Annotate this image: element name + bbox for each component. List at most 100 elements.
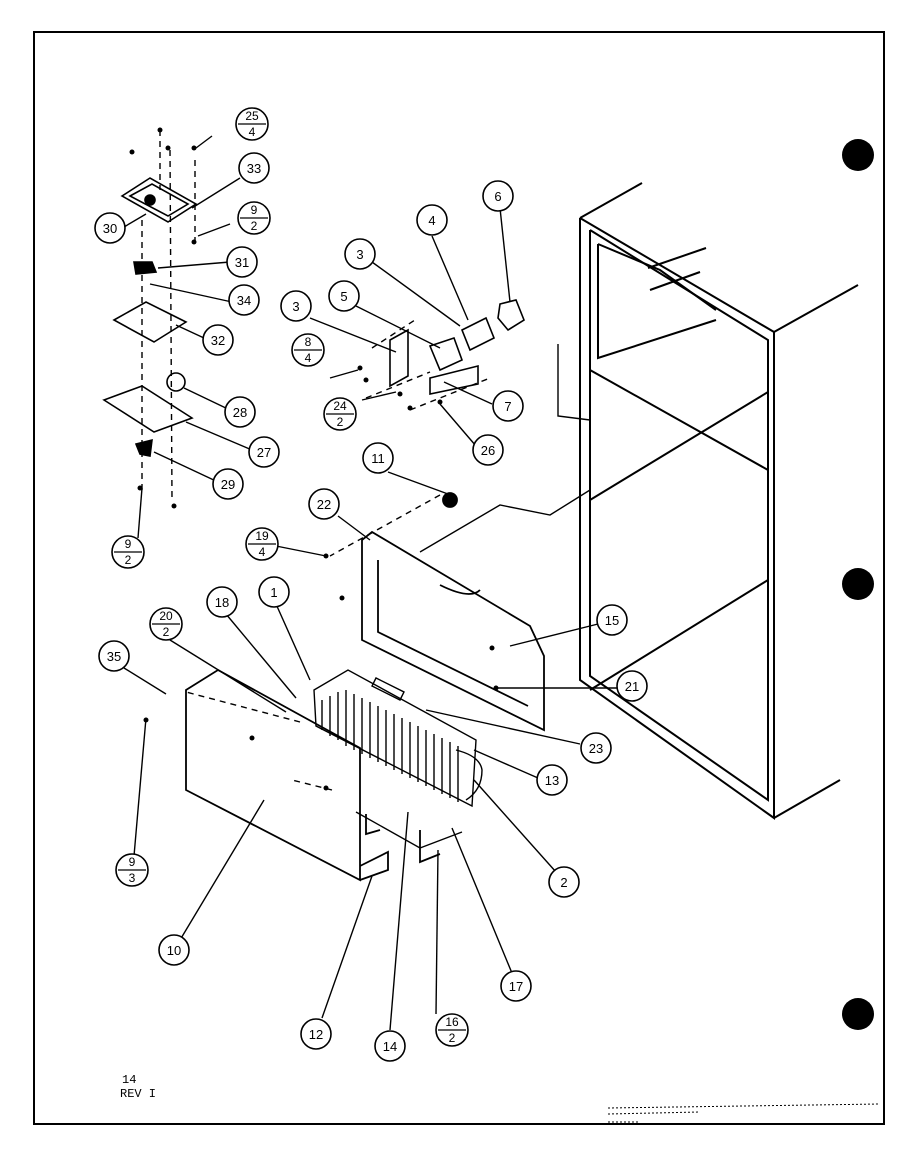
drawing-stroke bbox=[536, 764, 568, 796]
drawing-stroke bbox=[428, 336, 464, 372]
callout-34: 34 bbox=[228, 284, 260, 316]
drawing-stroke bbox=[607, 1111, 701, 1115]
binder-hole-bottom bbox=[842, 998, 874, 1030]
evaporator-coil bbox=[313, 669, 483, 849]
callout-label: 26 bbox=[481, 443, 495, 458]
drawing-stroke bbox=[149, 283, 233, 303]
callout-label: 7 bbox=[504, 399, 511, 414]
drawing-stroke bbox=[248, 436, 280, 468]
callout-label: 4 bbox=[259, 545, 266, 559]
drawing-stroke bbox=[589, 579, 769, 691]
callout-label: 19 bbox=[255, 529, 269, 543]
fraction-9-3: 93 bbox=[115, 853, 149, 887]
back-panel bbox=[185, 668, 441, 882]
callout-label: 35 bbox=[107, 649, 121, 664]
callout-21: 21 bbox=[616, 670, 648, 702]
drawing-stroke bbox=[355, 811, 463, 849]
drawing-stroke bbox=[185, 421, 253, 451]
callout-label: 24 bbox=[333, 399, 347, 413]
callout-13: 13 bbox=[536, 764, 568, 796]
fraction-24-2: 242 bbox=[323, 397, 357, 431]
callout-label: 25 bbox=[245, 109, 259, 123]
drawing-stroke bbox=[280, 290, 312, 322]
drawing-stroke bbox=[238, 152, 270, 184]
drawing-stroke bbox=[94, 212, 126, 244]
callout-10: 10 bbox=[158, 934, 190, 966]
drawing-stroke bbox=[120, 177, 198, 223]
callout-label: 9 bbox=[129, 855, 136, 869]
callout-label: 2 bbox=[560, 875, 567, 890]
callout-4: 4 bbox=[416, 204, 448, 236]
callout-28: 28 bbox=[224, 396, 256, 428]
drawing-stroke bbox=[359, 850, 389, 881]
drawing-stroke bbox=[143, 717, 149, 723]
drawing-stroke bbox=[98, 640, 130, 672]
callout-22: 22 bbox=[308, 488, 340, 520]
drawing-stroke bbox=[339, 595, 345, 601]
drawing-stroke bbox=[137, 485, 143, 491]
page-number: 14 bbox=[122, 1073, 137, 1087]
drawing-stroke bbox=[300, 1018, 332, 1050]
callout-label: 33 bbox=[247, 161, 261, 176]
fraction-20-2: 202 bbox=[149, 607, 183, 641]
drawing-stroke bbox=[371, 261, 461, 327]
callout-label: 9 bbox=[251, 203, 258, 217]
fraction-16-2: 162 bbox=[435, 1013, 469, 1047]
callout-15: 15 bbox=[596, 604, 628, 636]
drawing-stroke bbox=[144, 194, 156, 206]
drawing-stroke bbox=[191, 239, 197, 245]
callout-2: 2 bbox=[548, 866, 580, 898]
drawing-stroke bbox=[499, 207, 511, 303]
drawing-stroke bbox=[473, 749, 539, 779]
drawing-stroke bbox=[460, 316, 496, 352]
drawing-stroke bbox=[137, 487, 143, 539]
drawing-stroke bbox=[357, 365, 363, 371]
drawing-stroke bbox=[416, 204, 448, 236]
drawing-stroke bbox=[429, 364, 479, 395]
drawing-stroke bbox=[409, 377, 491, 411]
callout-label: 29 bbox=[221, 477, 235, 492]
drawing-stroke bbox=[387, 471, 449, 495]
drawing-stroke bbox=[153, 451, 219, 483]
callout-14: 14 bbox=[374, 1030, 406, 1062]
drawing-stroke bbox=[473, 779, 557, 873]
callout-label: 3 bbox=[292, 299, 299, 314]
drawing-stroke bbox=[337, 515, 371, 541]
drawing-stroke bbox=[123, 213, 147, 228]
drawing-stroke bbox=[166, 372, 186, 392]
callout-label: 4 bbox=[305, 351, 312, 365]
drawing-stroke bbox=[389, 328, 409, 388]
drawing-stroke bbox=[225, 613, 297, 699]
damper-bracket-assembly bbox=[102, 177, 198, 457]
drawing-stroke bbox=[329, 369, 359, 379]
drawing-stroke bbox=[309, 317, 397, 353]
drawing-stroke bbox=[489, 645, 495, 651]
callout-27: 27 bbox=[248, 436, 280, 468]
drawing-stroke bbox=[323, 553, 329, 559]
callout-label: 2 bbox=[125, 553, 132, 567]
drawing-stroke bbox=[169, 639, 287, 713]
drawing-stroke bbox=[202, 324, 234, 356]
drawing-stroke bbox=[212, 468, 244, 500]
drawing-stroke bbox=[371, 317, 419, 349]
drawing-stroke bbox=[442, 492, 458, 508]
callout-23: 23 bbox=[580, 732, 612, 764]
drawing-stroke bbox=[362, 442, 394, 474]
callout-11: 11 bbox=[362, 442, 394, 474]
drawing-stroke bbox=[616, 670, 648, 702]
fraction-8-4: 84 bbox=[291, 333, 325, 367]
callout-circles: 1 2 3 3 4 5 6 7 10 11 12 13 14 15 17 18 … bbox=[94, 152, 648, 1062]
callout-label: 14 bbox=[383, 1039, 397, 1054]
solid-leader-lines bbox=[419, 344, 591, 553]
callout-label: 12 bbox=[309, 1027, 323, 1042]
callout-label: 6 bbox=[494, 189, 501, 204]
drawing-stroke bbox=[557, 344, 591, 421]
callout-3a: 3 bbox=[344, 238, 376, 270]
callout-label: 3 bbox=[356, 247, 363, 262]
callout-label: 2 bbox=[163, 625, 170, 639]
drawing-stroke bbox=[451, 827, 515, 979]
callout-label: 1 bbox=[270, 585, 277, 600]
callout-label: 2 bbox=[449, 1031, 456, 1045]
fraction-19-4: 194 bbox=[245, 527, 279, 561]
